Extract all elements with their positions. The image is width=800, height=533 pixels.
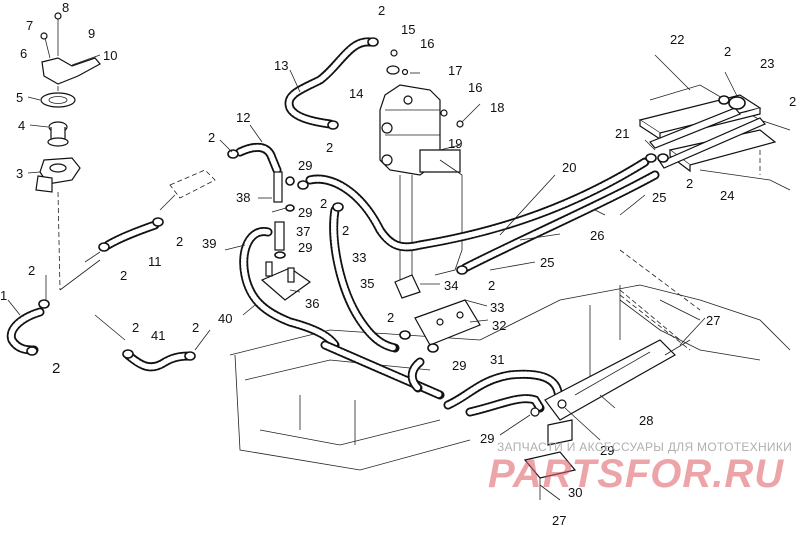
callout-7: 7 (26, 18, 33, 33)
callout-5: 5 (16, 90, 23, 105)
callout-15: 15 (401, 22, 415, 37)
thermostat-housing-stack (35, 12, 101, 291)
callout-2-thermostat: 2 (28, 263, 35, 278)
callout-30: 30 (568, 485, 582, 500)
callout-11: 11 (148, 254, 162, 269)
callout-2-hose41a: 2 (132, 320, 139, 335)
hose-39-40 (239, 227, 340, 350)
callout-36: 36 (305, 296, 319, 311)
callout-41: 41 (151, 328, 165, 343)
callout-2-he22: 2 (724, 44, 731, 59)
callout-25-b: 25 (540, 255, 554, 270)
callout-29-c: 29 (298, 240, 312, 255)
part-30 (523, 451, 577, 500)
callout-29-e: 29 (480, 431, 494, 446)
callout-6: 6 (20, 46, 27, 61)
callout-2-edge: 2 (789, 94, 796, 109)
callout-27-a: 27 (706, 313, 720, 328)
watermark-caption: ЗАПЧАСТИ И АКСЕССУАРЫ ДЛЯ МОТОТЕХНИКИ (497, 440, 793, 454)
tee-fitting (159, 169, 216, 211)
callout-22: 22 (670, 32, 684, 47)
callout-16-mid: 16 (468, 80, 482, 95)
hose-12 (227, 142, 282, 175)
hose-11 (59, 217, 164, 291)
callout-33-a: 33 (352, 250, 366, 265)
callout-2-hose1: 2 (52, 360, 60, 377)
bracket-32 (394, 274, 481, 346)
callout-20: 20 (562, 160, 576, 175)
hose-20 (297, 153, 657, 252)
callout-37: 37 (296, 224, 310, 239)
callout-2-hose11b: 2 (120, 268, 127, 283)
callout-12: 12 (236, 110, 250, 125)
callout-2-hose41b: 2 (192, 320, 199, 335)
fitting-column (260, 171, 312, 301)
callout-38: 38 (236, 190, 250, 205)
hose-26 (456, 170, 660, 275)
callout-21: 21 (615, 126, 629, 141)
callout-16-top: 16 (420, 36, 434, 51)
callout-14: 14 (349, 86, 363, 101)
callout-4: 4 (18, 118, 25, 133)
callout-2-hose11: 2 (176, 234, 183, 249)
callout-1: 1 (0, 288, 7, 303)
callout-2-hose13: 2 (326, 140, 333, 155)
hose-35 (329, 202, 411, 353)
callout-35: 35 (360, 276, 374, 291)
callout-29-d: 29 (452, 358, 466, 373)
callout-2-fitting: 2 (320, 196, 327, 211)
callout-10: 10 (103, 48, 117, 63)
callout-29-a: 29 (298, 158, 312, 173)
hose-13 (284, 37, 379, 130)
callout-17: 17 (448, 63, 462, 78)
callout-23: 23 (760, 56, 774, 71)
callout-25-a: 25 (652, 190, 666, 205)
callout-32: 32 (492, 318, 506, 333)
callout-3: 3 (16, 166, 23, 181)
callout-34: 34 (444, 278, 458, 293)
callout-27-b: 27 (552, 513, 566, 528)
connector-tubes (649, 95, 766, 169)
hose-small (407, 343, 439, 393)
callout-2-top: 2 (378, 3, 385, 18)
callout-2-he24: 2 (686, 176, 693, 191)
tunnel-tube (320, 340, 445, 400)
coolant-reservoir (379, 49, 464, 282)
callout-8: 8 (62, 0, 69, 15)
callout-18: 18 (490, 100, 504, 115)
callout-19: 19 (448, 136, 462, 151)
callout-39: 39 (202, 236, 216, 251)
leader-lines (7, 54, 738, 501)
callout-2-hose35b: 2 (387, 310, 394, 325)
callout-29-b: 29 (298, 205, 312, 220)
callout-40: 40 (218, 311, 232, 326)
callout-9: 9 (88, 26, 95, 41)
callout-26: 26 (590, 228, 604, 243)
callout-2-hose12: 2 (208, 130, 215, 145)
callout-29-f: 29 (600, 443, 614, 458)
callout-33-b: 33 (490, 300, 504, 315)
callout-31: 31 (490, 352, 504, 367)
callout-28: 28 (639, 413, 653, 428)
callout-24: 24 (720, 188, 734, 203)
callout-2-bracket: 2 (488, 278, 495, 293)
hose-1 (6, 299, 50, 356)
hose-41 (94, 314, 211, 372)
callout-2-hose35: 2 (342, 223, 349, 238)
hose-31 (443, 369, 565, 417)
watermark-logo: PARTSFOR.RU (488, 452, 785, 496)
callout-13: 13 (274, 58, 288, 73)
heat-exchanger-28 (530, 285, 701, 446)
